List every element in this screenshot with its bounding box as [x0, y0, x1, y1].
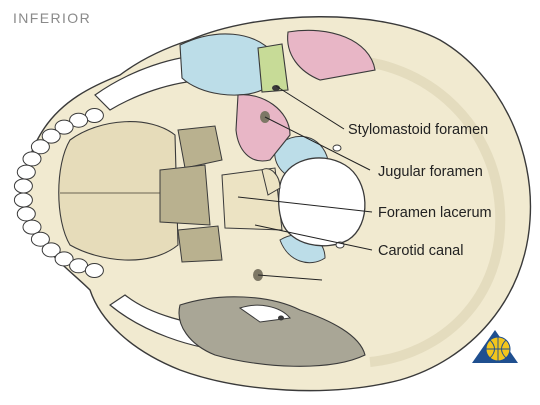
hard-palate	[58, 121, 179, 261]
tooth	[84, 108, 104, 123]
label-carotid-canal: Carotid canal	[378, 243, 463, 259]
pink-mid	[235, 94, 291, 162]
stylomastoid-hole	[272, 85, 280, 91]
condyle-outline	[261, 168, 281, 196]
leader-lacerum	[237, 196, 373, 213]
tooth	[16, 206, 36, 222]
tooth	[69, 258, 89, 274]
label-foramen-lacerum: Foramen lacerum	[378, 205, 492, 221]
leader-jugular	[264, 116, 371, 171]
tooth	[69, 112, 89, 128]
tooth	[41, 242, 61, 258]
leader-carotid	[254, 224, 373, 251]
vomer	[159, 164, 211, 226]
tooth	[41, 128, 61, 144]
pterygoid-upper	[177, 125, 223, 169]
tooth	[16, 164, 36, 180]
tooth	[30, 139, 50, 155]
pink-upper	[287, 29, 376, 81]
tooth	[13, 192, 33, 208]
view-label: INFERIOR	[13, 10, 92, 26]
tooth	[22, 219, 42, 235]
tooth	[54, 119, 74, 135]
tooth	[84, 263, 104, 278]
foramen-magnum-shape	[278, 157, 366, 247]
leader-lower	[257, 274, 323, 281]
pterygoid-lower	[177, 225, 223, 263]
tooth	[30, 231, 50, 247]
occipital-contour	[329, 54, 506, 367]
logo-meridians	[486, 337, 510, 361]
gray-regions	[178, 296, 366, 367]
tooth	[22, 151, 42, 167]
carotid-hole	[278, 315, 284, 321]
small-hole-a	[332, 144, 342, 152]
leader-lines	[237, 85, 373, 281]
pink-regions	[235, 29, 376, 162]
tooth	[54, 251, 74, 267]
sphenoid-green	[257, 43, 289, 93]
globe-logo-icon	[472, 330, 518, 363]
gray-styloid	[238, 304, 291, 323]
teeth-row	[13, 108, 104, 278]
gray-lower	[178, 296, 366, 367]
label-jugular-foramen: Jugular foramen	[378, 164, 483, 180]
foramen-magnum	[261, 157, 366, 247]
leader-stylomastoid	[275, 85, 345, 130]
tooth	[13, 178, 33, 194]
label-stylomastoid-foramen: Stylomastoid foramen	[348, 122, 488, 138]
